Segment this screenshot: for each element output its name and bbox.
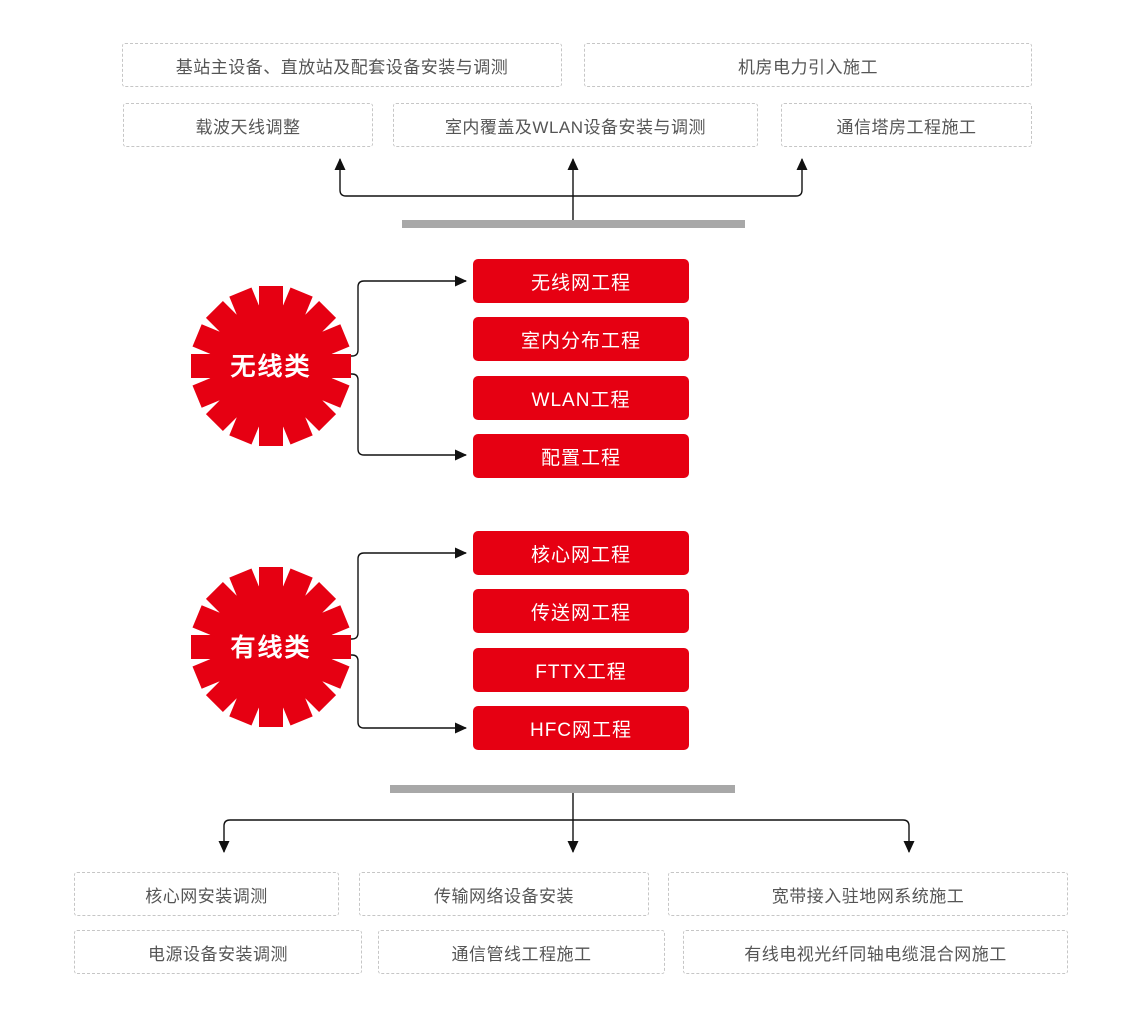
- red-project-box: 核心网工程: [473, 531, 689, 575]
- bottom-bracket-connector: [218, 819, 915, 853]
- red-project-box: 配置工程: [473, 434, 689, 478]
- dashed-task-box: 载波天线调整: [123, 103, 373, 147]
- dashed-task-box: 核心网安装调测: [74, 872, 339, 916]
- dashed-task-box: 室内覆盖及WLAN设备安装与调测: [393, 103, 758, 147]
- dashed-task-box: 传输网络设备安装: [359, 872, 649, 916]
- red-project-box: WLAN工程: [473, 376, 689, 420]
- dashed-task-box: 电源设备安装调测: [74, 930, 362, 974]
- dashed-task-box: 机房电力引入施工: [584, 43, 1032, 87]
- red-project-box: 传送网工程: [473, 589, 689, 633]
- red-project-box: HFC网工程: [473, 706, 689, 750]
- bottom-divider-bar: [390, 785, 735, 793]
- gear-wired-label: 有线类: [230, 633, 311, 662]
- wireless-connector-down: [348, 373, 467, 461]
- dashed-task-box: 基站主设备、直放站及配套设备安装与调测: [122, 43, 562, 87]
- dashed-task-box: 通信塔房工程施工: [781, 103, 1032, 147]
- top-bracket-connector: [334, 158, 808, 197]
- dashed-task-box: 有线电视光纤同轴电缆混合网施工: [683, 930, 1068, 974]
- wired-connector-down: [348, 654, 467, 734]
- dashed-task-box: 宽带接入驻地网系统施工: [668, 872, 1068, 916]
- red-project-box: 无线网工程: [473, 259, 689, 303]
- dashed-task-box: 通信管线工程施工: [378, 930, 665, 974]
- gear-wireless-label: 无线类: [230, 352, 311, 381]
- red-project-box: FTTX工程: [473, 648, 689, 692]
- red-project-box: 室内分布工程: [473, 317, 689, 361]
- top-divider-bar: [402, 220, 745, 228]
- wireless-connector-up: [348, 275, 467, 357]
- wired-connector-up: [348, 547, 467, 640]
